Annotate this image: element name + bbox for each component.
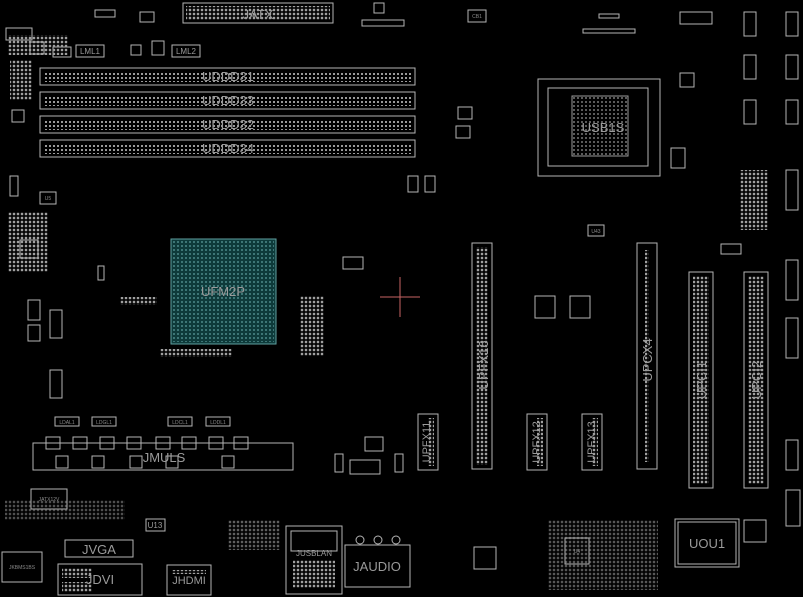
chip-u13[interactable]: U13: [145, 518, 166, 532]
chip-u5[interactable]: U5: [39, 191, 57, 205]
pch-label: USB1S: [582, 120, 625, 135]
pci-slot-1[interactable]: UPCI1: [688, 271, 714, 489]
inductor-row: LDAL1 LDGL1 LDCL1 LDDL1: [54, 416, 231, 427]
audio-connector[interactable]: JAUDIO: [344, 535, 411, 588]
pcie-x1-slot-2[interactable]: UPFX12: [526, 413, 548, 471]
ldl2-label: LDGL1: [96, 420, 112, 426]
u5-label: U5: [45, 196, 52, 202]
pci1-label: UPCI1: [694, 361, 709, 399]
pcie-x1a-label: UPFX11: [421, 422, 433, 463]
atx-label: JATX: [243, 7, 274, 22]
pch-chip[interactable]: USB1S: [537, 78, 661, 177]
usb-lan-connector[interactable]: JUSBLAN: [285, 525, 343, 595]
back-io-label: JMULS: [143, 450, 186, 465]
cursor-crosshair: [380, 277, 420, 317]
dvi-label: JDVI: [86, 572, 114, 587]
atx-connector[interactable]: JATX: [182, 2, 334, 24]
chip-lml1[interactable]: LML1: [75, 44, 105, 58]
pad-clusters: [5, 35, 768, 590]
lml1-label: LML1: [80, 47, 101, 56]
pcie-x4-label: UPCX4: [640, 338, 655, 381]
cpu-label: UFM2P: [201, 284, 245, 299]
ldl1-label: LDAL1: [59, 420, 75, 426]
ldl3-label: LDCL1: [172, 420, 188, 426]
pcie-x4-slot[interactable]: UPCX4: [636, 242, 658, 470]
cb1-label: CB1: [472, 14, 482, 20]
chip-cb1[interactable]: CB1: [467, 9, 487, 23]
cpu-socket[interactable]: UFM2P: [170, 238, 277, 345]
uou1-label: UOU1: [689, 536, 725, 551]
u43-label: U43: [591, 229, 600, 235]
pcie-x1-slot-1[interactable]: UPFX11: [417, 413, 439, 471]
pcie-x16-slot[interactable]: UPFX16: [471, 242, 493, 470]
kbms-label: JKBMS1BS: [9, 565, 36, 571]
pcie-x1-slot-3[interactable]: UPFX13: [581, 413, 603, 471]
dimm1-label: UDDD31: [202, 69, 254, 84]
chip-uou1[interactable]: UOU1: [674, 518, 740, 568]
pcie-x16-label: UPFX16: [476, 340, 491, 389]
pci2-label: UPCI2: [749, 361, 764, 399]
usblan-label: JUSBLAN: [296, 549, 332, 558]
pcie-x1b-label: UPFX12: [531, 421, 543, 463]
back-io-mosfets[interactable]: JMULS: [32, 436, 294, 471]
hdmi-label: JHDMI: [172, 575, 206, 587]
dvi-connector[interactable]: JDVI: [57, 563, 143, 596]
u13-label: U13: [148, 521, 163, 530]
dimm-slot-1[interactable]: UDDD31: [39, 67, 416, 86]
vga-label: JVGA: [82, 542, 116, 557]
ldl4-label: LDDL1: [210, 420, 226, 426]
dimm4-label: UDDD34: [202, 141, 254, 156]
small-components: [5, 2, 801, 570]
chip-u43[interactable]: U43: [587, 224, 605, 237]
dimm3-label: UDDD32: [202, 117, 254, 132]
pci-slot-2[interactable]: UPCI2: [743, 271, 769, 489]
dimm-slot-3[interactable]: UDDD32: [39, 115, 416, 134]
audio-label: JAUDIO: [353, 559, 401, 574]
hdmi-connector[interactable]: JHDMI: [166, 564, 212, 596]
dimm2-label: UDDD33: [202, 93, 254, 108]
pcie-x1c-label: UPFX13: [586, 421, 598, 463]
dimm-slot-4[interactable]: UDDD34: [39, 139, 416, 158]
lml2-label: LML2: [176, 47, 197, 56]
chip-lml2[interactable]: LML2: [171, 44, 201, 58]
vga-connector[interactable]: JVGA: [64, 539, 134, 558]
kbms-connector[interactable]: JKBMS1BS: [1, 551, 43, 583]
dimm-slot-2[interactable]: UDDD33: [39, 91, 416, 110]
